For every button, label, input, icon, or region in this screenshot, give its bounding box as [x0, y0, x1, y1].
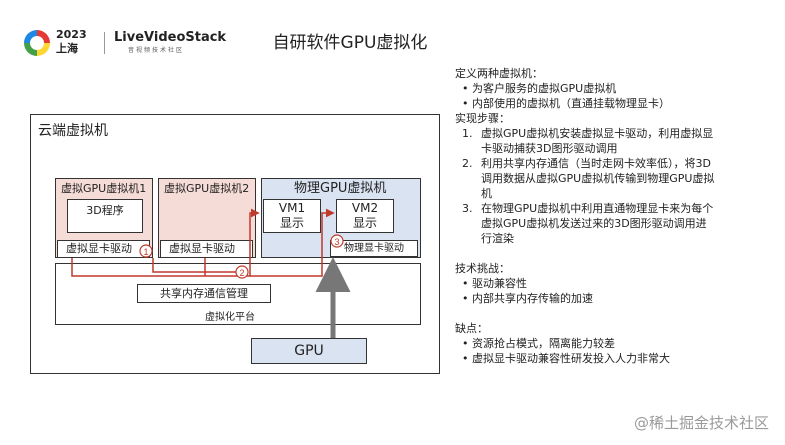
vgpu-vm1-title: 虚拟GPU虚拟机1 [61, 182, 147, 195]
challenges-heading: 技术挑战： [455, 262, 510, 275]
step-marker-1: 1 [139, 244, 153, 258]
vm2-display-box: VM2 显示 [336, 199, 394, 233]
step-marker-3: 3 [330, 234, 344, 248]
definition-item-text: 内部使用的虚拟机（直通挂载物理显卡） [472, 97, 670, 110]
cloud-vm-title: 云端虚拟机 [38, 123, 108, 139]
shared-memory-label: 共享内存通信管理 [160, 287, 248, 300]
gpu-box: GPU [251, 338, 367, 364]
vgpu-vm2-driver: 虚拟显卡驱动 [160, 240, 253, 258]
challenge-item-text: 驱动兼容性 [472, 277, 527, 290]
definition-item: • 为客户服务的虚拟GPU虚拟机 [462, 82, 617, 95]
vgpu-vm1-driver: 虚拟显卡驱动 [57, 240, 150, 258]
3d-program-box: 3D程序 [67, 199, 143, 233]
step-item: 3. 在物理GPU虚拟机中利用直通物理显卡来为每个虚拟GPU虚拟机发送过来的3D… [455, 201, 775, 246]
step-item: 2. 利用共享内存通信（当时走网卡效率低），将3D调用数据从虚拟GPU虚拟机传输… [455, 156, 775, 201]
challenge-item: • 驱动兼容性 [462, 277, 527, 290]
step-number: 1. [462, 127, 473, 140]
vm1-display-line1: VM1 [278, 201, 306, 215]
step-text: 在物理GPU虚拟机中利用直通物理显卡来为每个虚拟GPU虚拟机发送过来的3D图形驱… [481, 202, 714, 245]
definition-item: • 内部使用的虚拟机（直通挂载物理显卡） [462, 97, 670, 110]
conference-ring-icon [24, 30, 50, 56]
definition-item-text: 为客户服务的虚拟GPU虚拟机 [472, 82, 617, 95]
step-marker-1-label: 1 [143, 247, 148, 257]
vm2-display-line2: 显示 [352, 216, 377, 230]
vgpu-vm2-title: 虚拟GPU虚拟机2 [164, 182, 250, 195]
logo-brand: LiveVideoStack [114, 30, 227, 45]
logo-year: 2023 [56, 28, 87, 41]
cons-item: • 虚拟显卡驱动兼容性研发投入人力非常大 [462, 352, 670, 365]
definition-heading: 定义两种虚拟机： [455, 67, 543, 80]
step-item: 1. 虚拟GPU虚拟机安装虚拟显卡驱动，利用虚拟显卡驱动捕获3D图形驱动调用 [455, 126, 775, 156]
challenge-item: • 内部共享内存传输的加速 [462, 292, 593, 305]
slide-title: 自研软件GPU虚拟化 [272, 33, 428, 53]
vm1-driver-flow-arrow [152, 258, 246, 273]
vm1-flow-arrow [71, 208, 260, 277]
physical-gpu-vm-title: 物理GPU虚拟机 [294, 181, 387, 196]
watermark: @稀土掘金技术社区 [633, 414, 769, 432]
vm1-display-box: VM1 显示 [263, 199, 321, 233]
gpu-label: GPU [294, 343, 324, 359]
3d-program-label: 3D程序 [86, 204, 124, 217]
shared-memory-flow-arrow [250, 208, 335, 277]
logo-tagline: 音视频技术社区 [128, 47, 185, 54]
step-marker-3-label: 3 [334, 237, 339, 247]
step-text: 利用共享内存通信（当时走网卡效率低），将3D调用数据从虚拟GPU虚拟机传输到物理… [481, 157, 715, 200]
cons-item: • 资源抢占模式，隔离能力较差 [462, 337, 615, 350]
steps-heading: 实现步骤： [455, 112, 510, 125]
event-logo: 2023 上海 LiveVideoStack 音视频技术社区 [24, 28, 226, 58]
shared-memory-manager-box: 共享内存通信管理 [137, 284, 271, 303]
cons-item-text: 资源抢占模式，隔离能力较差 [472, 337, 615, 350]
vm1-display-line2: 显示 [279, 216, 304, 230]
step-text: 虚拟GPU虚拟机安装虚拟显卡驱动，利用虚拟显卡驱动捕获3D图形驱动调用 [481, 127, 714, 155]
challenge-item-text: 内部共享内存传输的加速 [472, 292, 593, 305]
step-marker-2: 2 [235, 265, 249, 279]
logo-city: 上海 [56, 42, 78, 55]
cons-item-text: 虚拟显卡驱动兼容性研发投入人力非常大 [472, 352, 670, 365]
vgpu-vm1-driver-label: 虚拟显卡驱动 [66, 242, 132, 255]
physical-driver-box: 物理显卡驱动 [330, 240, 418, 257]
cons-heading: 缺点： [455, 322, 488, 335]
virtualization-platform-label: 虚拟化平台 [205, 312, 255, 323]
step-marker-2-label: 2 [239, 268, 244, 278]
physical-driver-label: 物理显卡驱动 [344, 243, 404, 254]
logo-divider [104, 32, 105, 54]
notes-panel: 定义两种虚拟机： • 为客户服务的虚拟GPU虚拟机 • 内部使用的虚拟机（直通挂… [455, 66, 775, 366]
vgpu-vm2-driver-label: 虚拟显卡驱动 [169, 242, 235, 255]
step-number: 3. [462, 202, 473, 215]
vm2-display-line1: VM2 [351, 201, 379, 215]
step-number: 2. [462, 157, 473, 170]
